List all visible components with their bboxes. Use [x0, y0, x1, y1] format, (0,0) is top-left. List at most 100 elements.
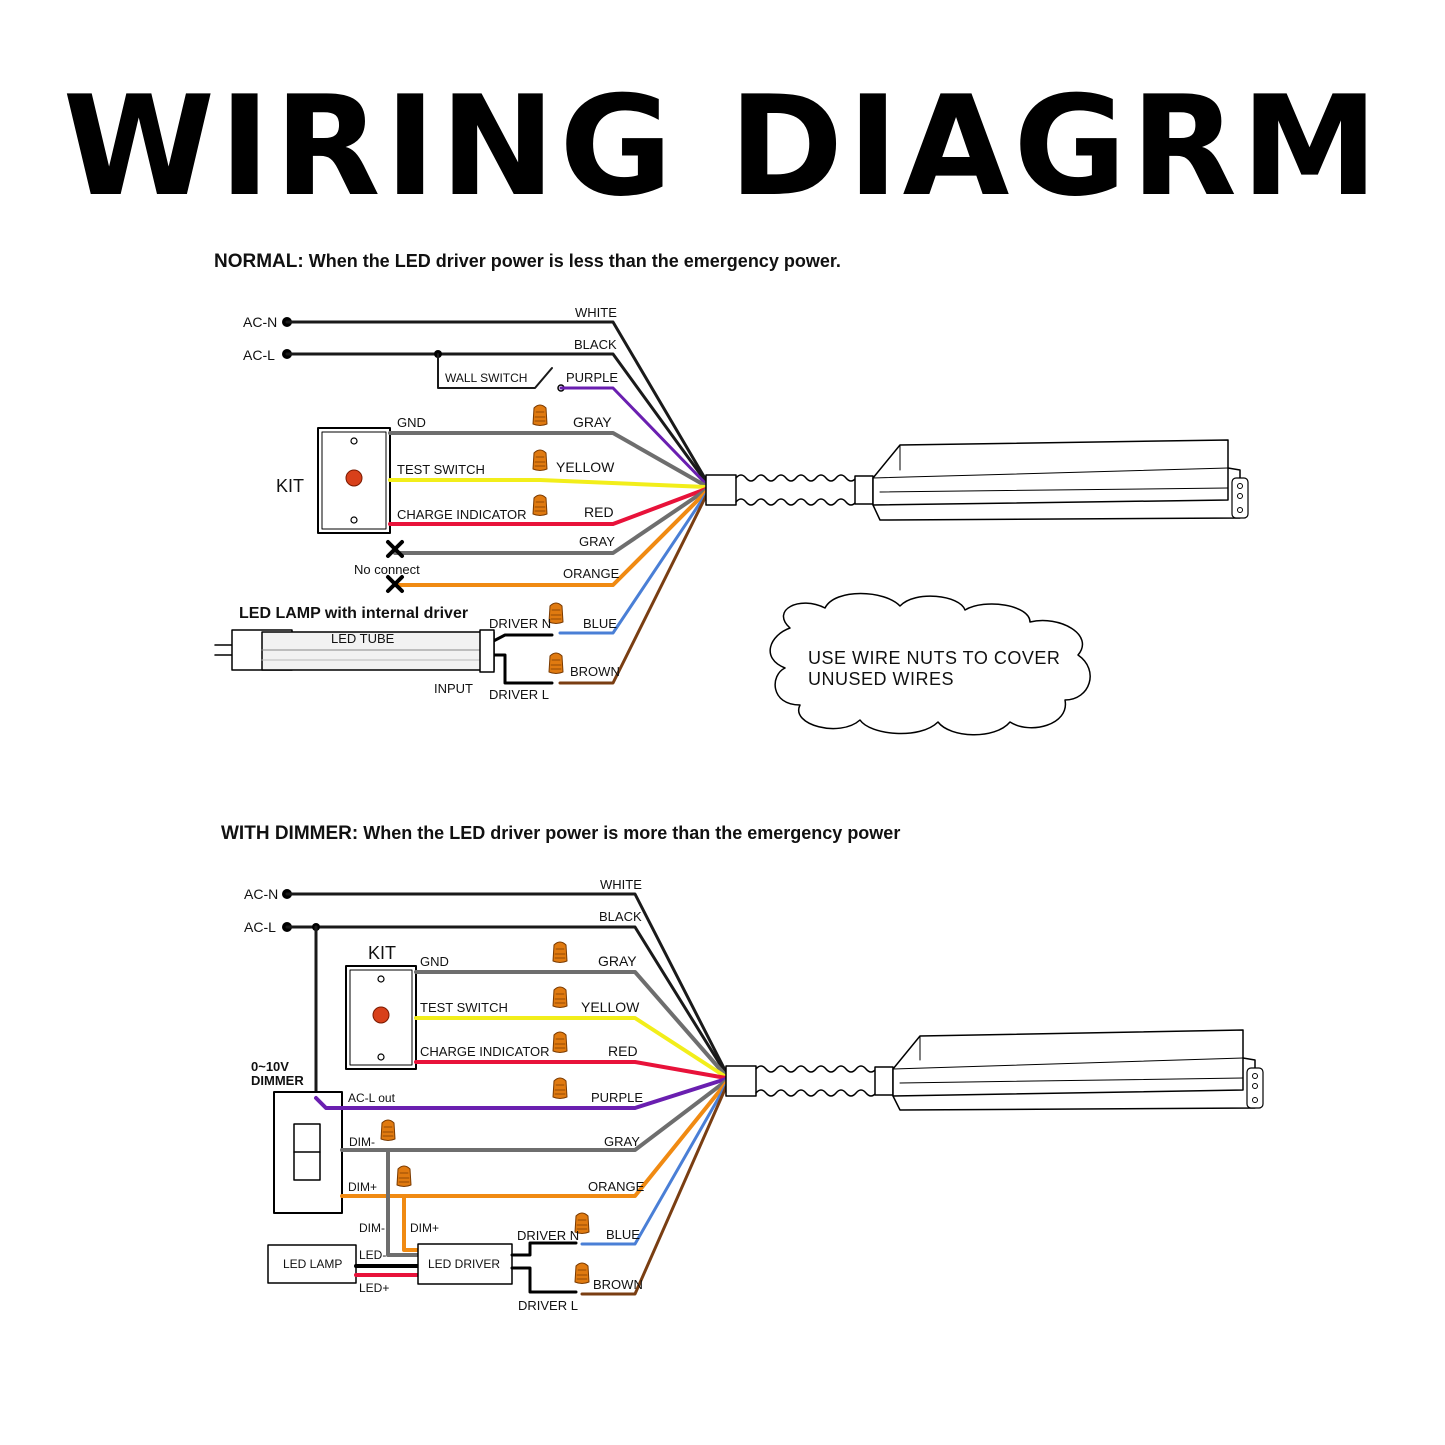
wire-nut-icon: [532, 404, 548, 426]
yellow-label: YELLOW: [581, 999, 640, 1015]
dim-minus-label-2: DIM-: [359, 1221, 385, 1235]
black-label: BLACK: [599, 909, 642, 924]
kit-label: KIT: [368, 943, 396, 963]
gray-label: GRAY: [573, 414, 612, 430]
orange-label: ORANGE: [563, 566, 620, 581]
wire-yellow: [414, 1016, 728, 1079]
dim-plus-wire: [402, 1194, 420, 1252]
wire-blue: [580, 1083, 728, 1246]
ac-l-label: AC-L: [244, 919, 276, 935]
brown-label: BROWN: [593, 1277, 643, 1292]
blue-label: BLUE: [583, 616, 617, 631]
emergency-driver-icon: [705, 439, 1249, 521]
led-tube-label: LED TUBE: [331, 631, 395, 646]
wire-gray: [388, 431, 708, 488]
wire-yellow: [388, 478, 708, 489]
led-lamp-box: [267, 1244, 357, 1284]
wire-nut-icon: [532, 449, 548, 471]
wall-switch-label: WALL SWITCH: [445, 371, 527, 385]
wire-nut-icon: [532, 494, 548, 516]
gray-dim-label: GRAY: [604, 1134, 640, 1149]
wire-nut-icon: [380, 1119, 396, 1141]
wire-purple: [314, 1077, 728, 1110]
wire-black: [285, 352, 708, 484]
dimmer-label-2: DIMMER: [251, 1073, 304, 1088]
ac-l-out-label: AC-L out: [348, 1091, 396, 1105]
dimmer-heading-text: When the LED driver power is more than t…: [358, 823, 901, 843]
wire-gray-unused: [393, 488, 708, 555]
wire-nut-icon: [552, 1077, 568, 1099]
wire-nut-icon: [552, 941, 568, 963]
wire-orange-dim: [340, 1081, 728, 1198]
normal-heading-bold: NORMAL:: [214, 251, 304, 272]
wire-nut-icon: [548, 652, 564, 674]
wire-brown: [580, 1085, 728, 1296]
wire-orange-unused: [393, 490, 708, 587]
led-plus-label: LED+: [359, 1281, 389, 1295]
dimmer-diagram: [267, 889, 1264, 1296]
dimmer-heading-bold: WITH DIMMER:: [221, 823, 359, 844]
gray-label: GRAY: [598, 953, 637, 969]
cloud-text-line2: UNUSED WIRES: [808, 669, 954, 689]
led-driver-label: LED DRIVER: [428, 1257, 500, 1271]
dim-plus-label: DIM+: [348, 1180, 377, 1194]
indicator-button-icon: [372, 1006, 390, 1024]
led-tube-icon: [214, 629, 495, 673]
charge-indicator-label: CHARGE INDICATOR: [420, 1044, 550, 1059]
led-minus-label: LED-: [359, 1248, 386, 1262]
yellow-label: YELLOW: [556, 459, 615, 475]
wire-nut-icon: [552, 986, 568, 1008]
normal-diagram: [214, 317, 1249, 736]
driver-l-label: DRIVER L: [518, 1298, 578, 1313]
driver-n-label: DRIVER N: [489, 616, 551, 631]
wire-nut-icon: [396, 1165, 412, 1187]
driver-l-wire: [510, 1266, 578, 1294]
brown-label: BROWN: [570, 664, 620, 679]
no-connect-label: No connect: [354, 562, 420, 577]
red-label: RED: [608, 1043, 638, 1059]
note-cloud: [769, 592, 1091, 736]
page-title: WIRING DIAGRM: [62, 66, 1383, 227]
wire-black: [285, 925, 728, 1076]
input-label: INPUT: [434, 681, 473, 696]
wire-white: [285, 320, 708, 482]
gnd-label: GND: [420, 954, 449, 969]
wire-purple: [559, 386, 708, 486]
ac-l-label: AC-L: [243, 347, 275, 363]
wire-blue: [558, 492, 708, 635]
wire-white: [285, 892, 728, 1074]
dim-minus-wire: [386, 1148, 420, 1257]
driver-l-label: DRIVER L: [489, 687, 549, 702]
dim-plus-label-2: DIM+: [410, 1221, 439, 1235]
dimmer-label-1: 0~10V: [251, 1059, 289, 1074]
red-label: RED: [584, 504, 614, 520]
wire-brown: [558, 494, 708, 685]
wire-red: [414, 1060, 728, 1080]
led-lamp-label: LED LAMP with internal driver: [239, 605, 468, 622]
driver-n-label: DRIVER N: [517, 1228, 579, 1243]
gnd-label: GND: [397, 415, 426, 430]
normal-labels: AC-N AC-L WHITE BLACK WALL SWITCH PURPLE…: [239, 305, 1060, 702]
dimmer-heading: WITH DIMMER: When the LED driver power i…: [221, 823, 900, 845]
ac-n-label: AC-N: [244, 886, 278, 902]
white-label: WHITE: [575, 305, 617, 320]
dimmer-labels: AC-N AC-L WHITE BLACK KIT GND GRAY TEST …: [244, 877, 645, 1313]
dimmer-box: [273, 1091, 343, 1214]
test-switch-label: TEST SWITCH: [397, 462, 485, 477]
black-label: BLACK: [574, 337, 617, 352]
emergency-driver-icon: [725, 1029, 1264, 1111]
driver-n-wire: [510, 1241, 578, 1257]
led-lamp-label: LED LAMP: [283, 1257, 342, 1271]
wire-nut-icon: [552, 1031, 568, 1053]
ac-n-label: AC-N: [243, 314, 277, 330]
wire-red: [388, 487, 708, 526]
white-label: WHITE: [600, 877, 642, 892]
purple-label: PURPLE: [591, 1090, 643, 1105]
dim-minus-label: DIM-: [349, 1135, 375, 1149]
orange-dim-label: ORANGE: [588, 1179, 645, 1194]
wire-nut-icon: [574, 1262, 590, 1284]
charge-indicator-label: CHARGE INDICATOR: [397, 507, 527, 522]
kit-label: KIT: [276, 476, 304, 496]
cloud-text-line1: USE WIRE NUTS TO COVER: [808, 648, 1060, 668]
